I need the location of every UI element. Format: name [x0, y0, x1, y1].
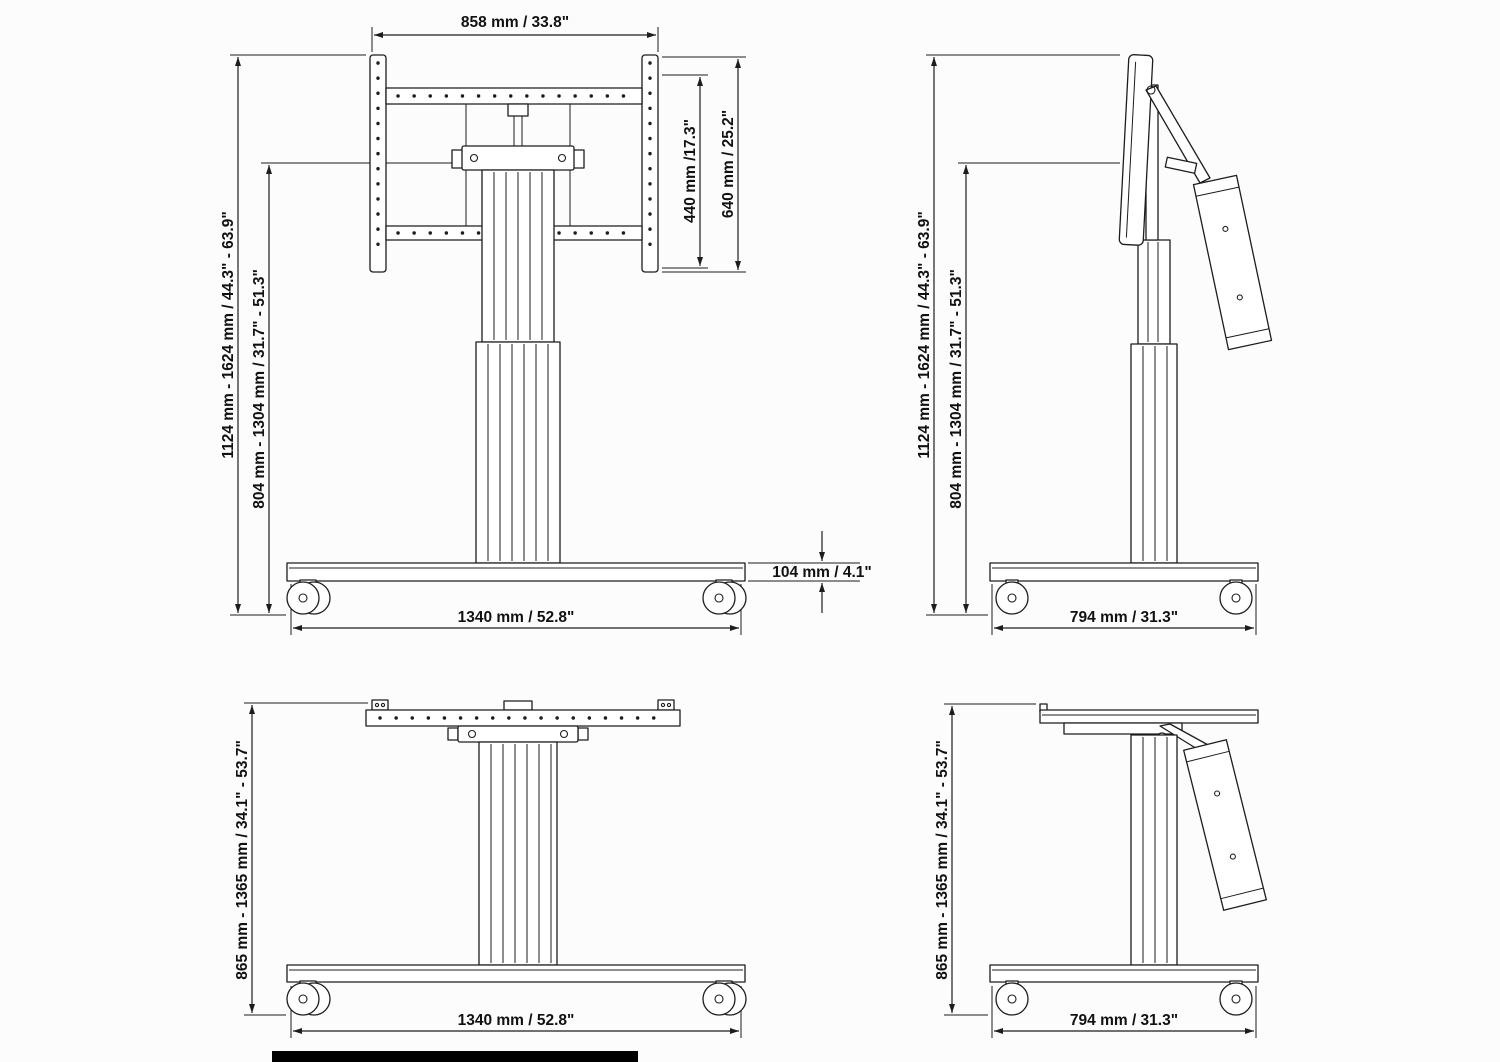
- tilted-tray: [1183, 739, 1267, 911]
- column-flutes: [1147, 242, 1159, 342]
- tilted-tray: [1192, 174, 1273, 351]
- side-lowered-drawing: [989, 703, 1267, 1016]
- base: [286, 562, 746, 582]
- dim-label-base-width-front-lowered: 1340 mm / 52.8": [458, 1012, 575, 1029]
- column-flutes: [493, 172, 543, 340]
- column-flutes: [490, 744, 552, 963]
- view-side-raised: 1124 mm - 1624 mm / 44.3" - 63.9" 804 mm…: [916, 54, 1273, 635]
- cropped-footer-bar: [272, 1051, 638, 1062]
- lift-column-inner: [481, 169, 555, 343]
- dim-label-base-depth-side-raised: 794 mm / 31.3": [1070, 609, 1178, 626]
- view-front-lowered: 865 mm - 1365 mm / 34.1" - 53.7" 1340 mm…: [234, 699, 747, 1038]
- lift-column-lowered: [478, 741, 558, 966]
- crossbar-side: [1039, 703, 1259, 724]
- lift-column-inner-side: [1137, 239, 1171, 345]
- lift-column-outer-side: [1130, 343, 1178, 564]
- dim-label-bracket-width: 858 mm / 33.8": [461, 14, 569, 31]
- caster-front: [995, 579, 1029, 615]
- dim-label-overall-height-front-lowered: 865 mm - 1365 mm / 34.1" - 53.7": [234, 740, 251, 980]
- base-side: [989, 562, 1259, 582]
- dim-label-base-width-front-raised: 1340 mm / 52.8": [458, 609, 575, 626]
- lift-column-side-lowered: [1130, 734, 1178, 966]
- caster-rear: [1219, 579, 1253, 615]
- vesa-crossbar: [385, 87, 643, 105]
- column-flutes: [1142, 346, 1168, 561]
- mount-plate: [451, 145, 585, 171]
- vesa-rail-right: [641, 54, 659, 273]
- tray-bracket: [1164, 156, 1198, 174]
- dim-label-overall-height-front-raised: 1124 mm - 1624 mm / 44.3" - 63.9": [220, 211, 237, 458]
- base-side: [989, 964, 1259, 983]
- caster-front: [995, 980, 1029, 1016]
- mount-clamp: [447, 725, 589, 743]
- column-flutes: [487, 344, 549, 561]
- support-arm: [1145, 85, 1211, 184]
- dims-side-lowered: 865 mm - 1365 mm / 34.1" - 53.7" 794 mm …: [934, 703, 1257, 1038]
- side-raised-drawing: [989, 54, 1273, 615]
- view-front-raised: 858 mm / 33.8" 440 mm /17.3" 640 mm / 25…: [220, 14, 872, 635]
- dim-label-mount-height-side-raised: 804 mm - 1304 mm / 31.7" - 51.3": [948, 269, 965, 509]
- dim-label-overall-height-side-lowered: 865 mm - 1365 mm / 34.1" - 53.7": [934, 740, 951, 980]
- display-panel-side: [1118, 54, 1154, 246]
- caster-left: [286, 980, 331, 1016]
- dim-label-vesa-height: 440 mm /17.3": [682, 119, 699, 223]
- front-lowered-drawing: [286, 699, 747, 1016]
- center-latch: [503, 700, 533, 711]
- lift-column-outer: [475, 341, 561, 564]
- dim-label-bracket-height: 640 mm / 25.2": [720, 110, 737, 218]
- base: [286, 964, 746, 983]
- dim-label-overall-height-side-raised: 1124 mm - 1624 mm / 44.3" - 63.9": [916, 211, 933, 458]
- column-flutes: [1142, 737, 1168, 963]
- end-tab-right: [657, 699, 675, 711]
- caster-right: [702, 980, 747, 1016]
- dim-label-base-height: 104 mm / 4.1": [772, 564, 872, 581]
- dims-front-lowered: 865 mm - 1365 mm / 34.1" - 53.7" 1340 mm…: [234, 702, 742, 1038]
- vesa-crossbar-lowered: [365, 709, 681, 727]
- center-hook: [507, 103, 529, 146]
- caster-right: [702, 579, 747, 615]
- dim-label-mount-height-front-raised: 804 mm - 1304 mm / 31.7" - 51.3": [251, 269, 268, 509]
- caster-left: [286, 579, 331, 615]
- view-side-lowered: 865 mm - 1365 mm / 34.1" - 53.7" 794 mm …: [934, 703, 1267, 1038]
- caster-rear: [1219, 980, 1253, 1016]
- dim-label-base-depth-side-lowered: 794 mm / 31.3": [1070, 1012, 1178, 1029]
- dims-side-raised: 1124 mm - 1624 mm / 44.3" - 63.9" 804 mm…: [916, 54, 1257, 635]
- vesa-rail-left: [369, 54, 387, 273]
- front-raised-drawing: [286, 54, 747, 615]
- end-tab-left: [371, 699, 389, 711]
- dims-front-raised: 858 mm / 33.8" 440 mm /17.3" 640 mm / 25…: [220, 14, 872, 635]
